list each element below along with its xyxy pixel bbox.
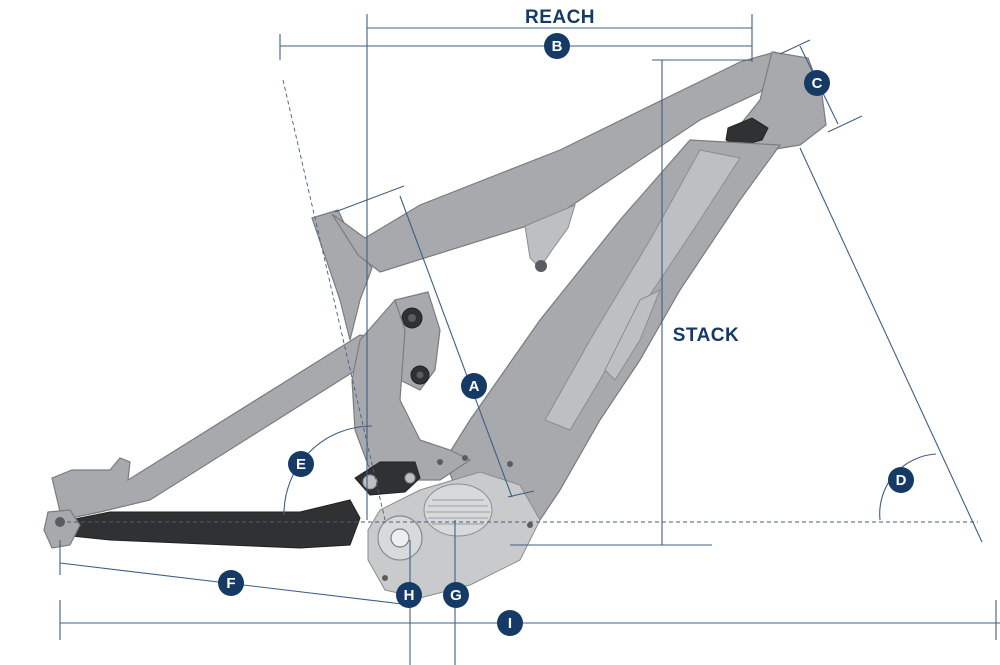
badge-f: F [218,570,244,596]
chainstay [59,499,361,549]
top-tube-gusset [524,204,576,269]
reach-label: REACH [525,7,595,28]
gusset-bolt [535,260,547,272]
stack-label: STACK [673,325,740,346]
motor-bolt [437,459,443,465]
rocker-pivot-upper-center [408,314,416,322]
motor-bolt [462,455,468,461]
svg-text:F: F [226,575,235,592]
seatstay [51,334,381,521]
badge-g: G [443,582,469,608]
svg-text:E: E [296,456,306,473]
a-bottom-extension [507,490,535,498]
lower-link-pivot-2 [404,472,416,484]
badge-c: C [804,70,830,96]
head-angle-axis [799,147,983,543]
crank-spindle [390,528,410,548]
seat-tube [311,209,373,341]
battery-cover-edge [604,288,661,381]
motor-bolt [507,461,513,467]
svg-text:A: A [469,378,480,395]
motor-bolt [382,575,388,581]
svg-text:D: D [896,472,907,489]
bike-frame-illustration [43,51,827,599]
badge-h: H [396,582,422,608]
svg-text:C: C [812,75,823,92]
c-top-extension [779,39,811,55]
svg-text:I: I [508,615,512,632]
e-seat-angle-arc [283,425,373,516]
badge-e: E [288,451,314,477]
badge-d: D [888,467,914,493]
badge-a: A [461,373,487,399]
motor-grille [423,483,493,537]
rear-dropout [43,509,81,549]
a-line [399,195,513,498]
seat-angle-axis [282,79,386,521]
badge-b: B [544,33,570,59]
down-tube-highlight [544,149,741,431]
badge-i: I [497,610,523,636]
svg-text:G: G [450,587,462,604]
svg-text:B: B [552,38,563,55]
a-top-extension [334,185,405,213]
svg-text:H: H [404,587,415,604]
c-bottom-extension [827,115,863,133]
seat-tube-lower [351,298,472,481]
rocker-pivot-lower-center [416,371,424,379]
steerer-port [725,117,769,147]
motor-bolt [527,522,533,528]
